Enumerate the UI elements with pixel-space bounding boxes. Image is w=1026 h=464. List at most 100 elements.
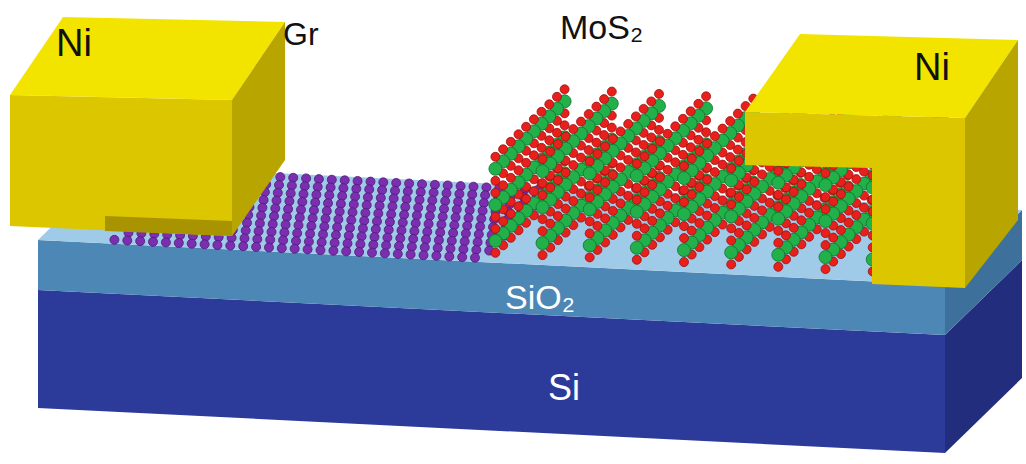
s-atom bbox=[538, 251, 547, 260]
s-atom bbox=[553, 92, 562, 101]
s-atom bbox=[655, 89, 664, 98]
s-atom bbox=[522, 122, 531, 131]
ni-front bbox=[10, 95, 232, 236]
s-atom bbox=[632, 195, 641, 204]
s-atom bbox=[632, 219, 641, 228]
ni-side bbox=[965, 40, 1018, 288]
s-atom bbox=[631, 184, 640, 193]
s-atom bbox=[585, 217, 594, 226]
s-atom bbox=[727, 200, 736, 209]
mo-atom bbox=[678, 208, 691, 221]
part-label: Ni bbox=[56, 24, 92, 62]
carbon-atom bbox=[355, 248, 364, 257]
part-label: Gr bbox=[283, 18, 319, 50]
s-atom bbox=[584, 182, 593, 191]
s-atom bbox=[616, 127, 625, 136]
s-atom bbox=[727, 260, 736, 269]
s-atom bbox=[585, 193, 594, 202]
s-atom bbox=[491, 188, 500, 197]
s-atom bbox=[671, 122, 680, 131]
s-atom bbox=[774, 202, 783, 211]
s-atom bbox=[821, 193, 830, 202]
carbon-atom bbox=[265, 243, 274, 252]
carbon-atom bbox=[340, 176, 349, 185]
s-atom bbox=[585, 181, 594, 190]
part-label: Si bbox=[548, 370, 580, 406]
s-atom bbox=[655, 137, 664, 146]
carbon-atom bbox=[300, 182, 309, 191]
mo-atom bbox=[725, 246, 738, 259]
s-atom bbox=[686, 107, 695, 116]
s-atom bbox=[491, 176, 500, 185]
s-atom bbox=[726, 117, 735, 126]
carbon-atom bbox=[445, 252, 454, 261]
s-atom bbox=[491, 212, 500, 221]
s-atom bbox=[774, 238, 783, 247]
mo-atom bbox=[489, 198, 502, 211]
carbon-atom bbox=[174, 239, 183, 248]
mo-atom bbox=[489, 162, 502, 175]
s-atom bbox=[538, 155, 547, 164]
s-atom bbox=[560, 85, 569, 94]
carbon-atom bbox=[285, 197, 294, 206]
s-atom bbox=[506, 137, 515, 146]
carbon-atom bbox=[316, 246, 325, 255]
s-atom bbox=[538, 191, 547, 200]
carbon-atom bbox=[365, 185, 374, 194]
s-atom bbox=[734, 156, 743, 165]
s-atom bbox=[529, 115, 538, 124]
mo-atom bbox=[630, 205, 643, 218]
s-atom bbox=[695, 147, 704, 156]
carbon-atom bbox=[136, 237, 145, 246]
mo-atom bbox=[819, 215, 832, 228]
carbon-atom bbox=[290, 244, 299, 253]
carbon-atom bbox=[187, 239, 196, 248]
carbon-atom bbox=[349, 200, 358, 209]
s-atom bbox=[632, 183, 641, 192]
carbon-atom bbox=[325, 191, 334, 200]
carbon-atom bbox=[458, 253, 467, 262]
carbon-atom bbox=[200, 240, 209, 249]
s-atom bbox=[592, 102, 601, 111]
carbon-atom bbox=[277, 244, 286, 253]
s-atom bbox=[733, 109, 742, 118]
carbon-atom bbox=[161, 238, 170, 247]
s-atom bbox=[821, 169, 830, 178]
s-atom bbox=[553, 140, 562, 149]
s-atom bbox=[607, 87, 616, 96]
carbon-atom bbox=[239, 242, 248, 251]
s-atom bbox=[774, 166, 783, 175]
carbon-atom bbox=[270, 212, 279, 221]
s-atom bbox=[491, 224, 500, 233]
s-atom bbox=[663, 129, 672, 138]
s-atom bbox=[624, 119, 633, 128]
s-atom bbox=[710, 132, 719, 141]
s-atom bbox=[538, 179, 547, 188]
carbon-atom bbox=[380, 249, 389, 258]
carbon-atom bbox=[149, 237, 158, 246]
s-atom bbox=[727, 188, 736, 197]
s-atom bbox=[514, 130, 523, 139]
ni-notch bbox=[105, 216, 232, 236]
s-atom bbox=[631, 112, 640, 121]
carbon-atom bbox=[319, 230, 328, 239]
s-atom bbox=[680, 198, 689, 207]
mo-atom bbox=[536, 201, 549, 214]
s-atom bbox=[632, 231, 641, 240]
s-atom bbox=[600, 95, 609, 104]
s-atom bbox=[774, 262, 783, 271]
mo-atom bbox=[583, 239, 596, 252]
s-atom bbox=[680, 162, 689, 171]
ni-front bbox=[745, 112, 965, 288]
s-atom bbox=[694, 99, 703, 108]
s-atom bbox=[632, 255, 641, 264]
ni-side bbox=[232, 22, 285, 236]
carbon-atom bbox=[110, 235, 119, 244]
s-atom bbox=[680, 222, 689, 231]
s-atom bbox=[821, 241, 830, 250]
s-atom bbox=[639, 104, 648, 113]
mo-atom bbox=[819, 179, 832, 192]
s-atom bbox=[491, 152, 500, 161]
